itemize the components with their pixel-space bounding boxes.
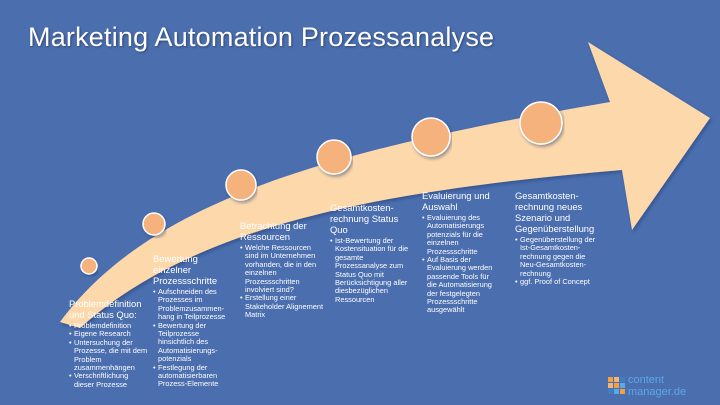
logo-text-line1: content [628,374,665,386]
step-problemdefinition: Problemdefinition und Status Quo: Proble… [69,298,149,389]
step-ressourcen: Betrachtung der Ressourcen Welche Ressou… [240,220,324,320]
milestone-circle-4 [316,139,352,175]
step-heading: Bewertung einzelner Prozessschritte [153,253,218,286]
step-bullet: Evaluierung des Automatisierungs potenzi… [422,213,498,256]
step-evaluierung: Evaluierung und Auswahl Evaluierung des … [422,190,498,315]
step-bullet: Erstellung einer Stakeholder Alignement … [240,294,324,319]
step-bullet: Aufschneiden des Prozesses im Problemzus… [153,287,231,322]
milestone-circle-6 [519,101,563,145]
milestone-circle-5 [411,117,451,157]
logo-square [608,377,613,382]
step-heading: Gesamtkosten-rechnung Status Quo [330,202,399,235]
step-bewertung: Bewertung einzelner Prozessschritte Aufs… [153,253,231,389]
step-bullet: Ist-Bewertung der Kostensituation für di… [330,236,410,304]
slide-title: Marketing Automation Prozessanalyse [28,22,495,52]
milestone-circle-3 [225,169,257,201]
step-bullet: Auf Basis der Evaluierung werden passend… [422,255,498,315]
logo-square [620,389,625,394]
step-heading: Problemdefinition und Status Quo: [69,298,142,320]
step-bullet: Untersuchung der Prozesse, die mit dem P… [69,338,149,373]
step-gesamtkosten-status-quo: Gesamtkosten-rechnung Status Quo Ist-Bew… [330,202,410,304]
logo-square [620,377,625,382]
step-bullet: Eigene Research [69,329,149,339]
logo-square [614,383,619,388]
contentmanager-logo: content manager.de [606,374,710,398]
step-bullet: Verschriftlichung dieser Prozesse [69,372,149,389]
logo-square [614,389,619,394]
milestone-circle-1 [80,257,98,275]
step-bullet: ggf. Proof of Concept [515,277,603,287]
logo-square [608,389,613,394]
step-gesamtkosten-neues-szenario: Gesamtkosten-rechnung neues Szenario und… [515,190,603,287]
logo-square [608,383,613,388]
step-bullet: Bewertung der Teilprozesse hinsichtlich … [153,321,231,364]
milestone-circle-2 [142,212,166,236]
step-heading: Gesamtkosten-rechnung neues Szenario und… [515,190,595,234]
step-bullet: Festlegung der automatisierbaren Prozess… [153,363,231,389]
step-bullet: Gegenüberstellung der Ist-Gesamtkosten-r… [515,235,603,278]
logo-square [620,383,625,388]
logo-square [614,377,619,382]
step-bullet: Welche Ressourcen sind im Unternehmen vo… [240,243,324,294]
logo-text-line2: manager.de [628,386,687,398]
step-heading: Evaluierung und Auswahl [422,190,490,212]
step-bullet: Problemdefinition [69,321,149,331]
step-heading: Betrachtung der Ressourcen [240,220,307,242]
